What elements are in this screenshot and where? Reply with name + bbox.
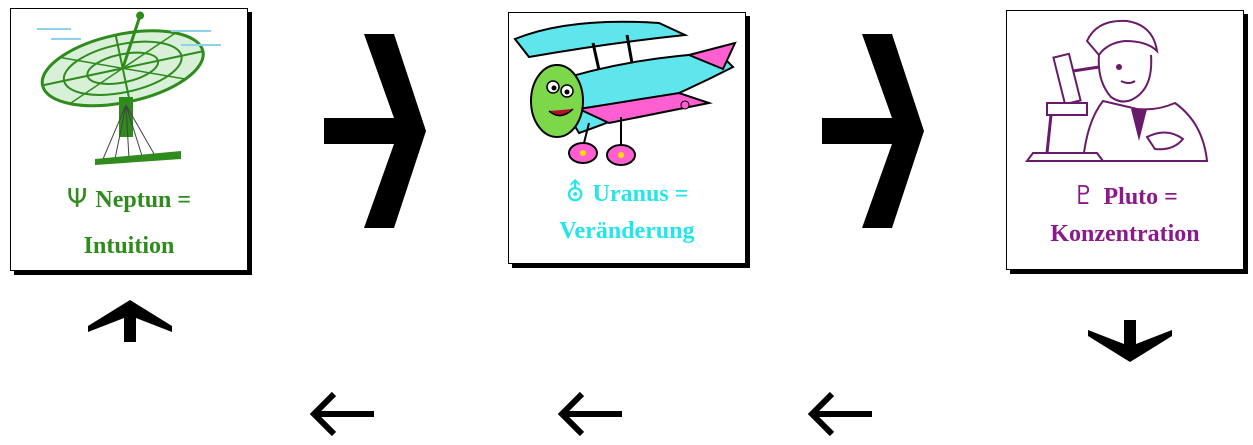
pluto-meaning: Konzentration (1050, 221, 1200, 248)
scientist-microscope-icon (1025, 19, 1209, 162)
pluto-card: ♇ Pluto = Konzentration (1006, 10, 1244, 270)
pluto-title-line: ♇ Pluto = (1007, 176, 1243, 216)
arrow-up-icon (88, 300, 172, 342)
pluto-caption: ♇ Pluto = Konzentration (1007, 176, 1243, 253)
arrow-left-icon (557, 392, 622, 436)
arrow-left-icon (807, 392, 872, 436)
neptun-label: Neptun = (95, 187, 192, 213)
uranus-label: Uranus = (592, 181, 689, 207)
neptune-symbol: Ψ (66, 184, 88, 214)
cartoon-airplane-icon (513, 20, 737, 166)
chevron-right-icon (822, 34, 924, 228)
arrow-down-icon (1088, 320, 1172, 362)
uranus-meaning: Veränderung (559, 218, 695, 245)
neptun-caption: Ψ Neptun = Intuition (11, 175, 247, 270)
uranus-symbol: ⛢ (565, 178, 585, 208)
pluto-label: Pluto = (1103, 184, 1178, 210)
neptun-card: Ψ Neptun = Intuition (10, 8, 248, 271)
chevron-right-icon (324, 34, 426, 228)
satellite-dish-icon (37, 11, 221, 165)
uranus-caption: ⛢ Uranus = Veränderung (509, 173, 745, 250)
neptun-meaning: Intuition (83, 233, 175, 260)
arrow-left-icon (309, 392, 374, 436)
uranus-card: ⛢ Uranus = Veränderung (508, 12, 746, 264)
neptun-title-line: Ψ Neptun = (11, 175, 247, 224)
pluto-symbol: ♇ (1072, 181, 1096, 211)
uranus-title-line: ⛢ Uranus = (509, 173, 745, 213)
